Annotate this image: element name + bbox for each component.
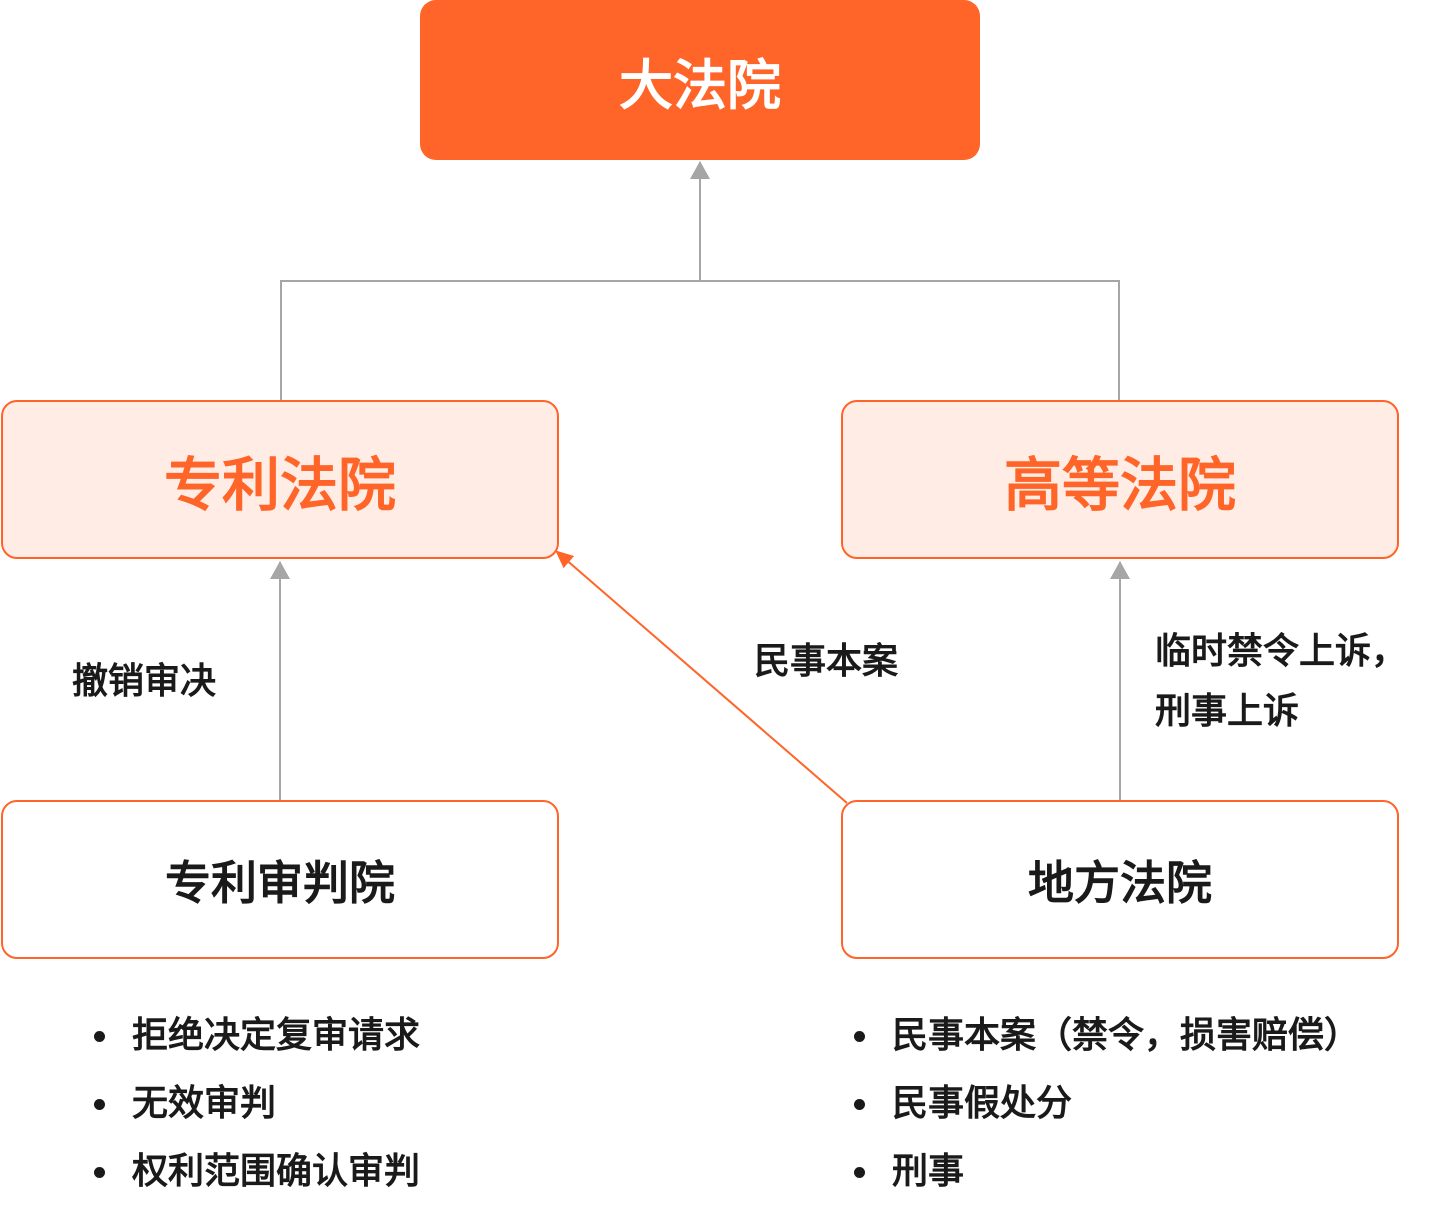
arrowhead-supreme-court [690,161,710,179]
patent-trial-board-node: 专利审判院 [1,800,559,959]
district-court-node: 地方法院 [841,800,1399,959]
bullet-icon [94,1099,105,1110]
high-court-appeal-label-line1: 临时禁令上诉， [1155,631,1408,672]
patent-court-node: 专利法院 [1,400,559,559]
arrowhead-high-court [1110,561,1130,579]
arrow-district-to-patent-court [555,550,848,804]
arrowhead-patent-court [270,561,290,579]
bullet-icon [854,1031,865,1042]
list-item: 无效审判 [94,1070,420,1138]
supreme-court-node: 大法院 [420,0,980,160]
patent-trial-case-list: 拒绝决定复审请求 无效审判 权利范围确认审判 [94,1002,420,1206]
bullet-icon [94,1031,105,1042]
supreme-court-label: 大法院 [619,53,781,117]
bullet-icon [854,1099,865,1110]
list-item: 刑事 [854,1138,1360,1206]
bullet-icon [94,1167,105,1178]
list-item: 拒绝决定复审请求 [94,1002,420,1070]
high-court-label: 高等法院 [1003,450,1236,519]
list-item-text: 刑事 [892,1151,965,1192]
civil-main-edge-label: 民事本案 [754,641,899,682]
district-court-case-list: 民事本案（禁令，损害赔偿） 民事假处分 刑事 [854,1002,1360,1206]
list-item-text: 民事假处分 [892,1083,1073,1124]
district-court-label: 地方法院 [1028,855,1212,910]
patent-trial-board-label: 专利审判院 [165,855,395,910]
high-court-node: 高等法院 [841,400,1399,559]
list-item: 民事本案（禁令，损害赔偿） [854,1002,1360,1070]
merge-connector [280,280,1120,400]
patent-court-label: 专利法院 [163,450,396,519]
list-item-text: 无效审判 [132,1083,277,1124]
list-item: 权利范围确认审判 [94,1138,420,1206]
list-item-text: 拒绝决定复审请求 [132,1015,421,1056]
revocation-edge-label: 撤销审决 [72,661,217,702]
list-item: 民事假处分 [854,1070,1360,1138]
list-item-text: 权利范围确认审判 [132,1151,421,1192]
high-court-appeal-label-line2: 刑事上诉 [1155,691,1300,732]
list-item-text: 民事本案（禁令，损害赔偿） [892,1015,1361,1056]
bullet-icon [854,1167,865,1178]
